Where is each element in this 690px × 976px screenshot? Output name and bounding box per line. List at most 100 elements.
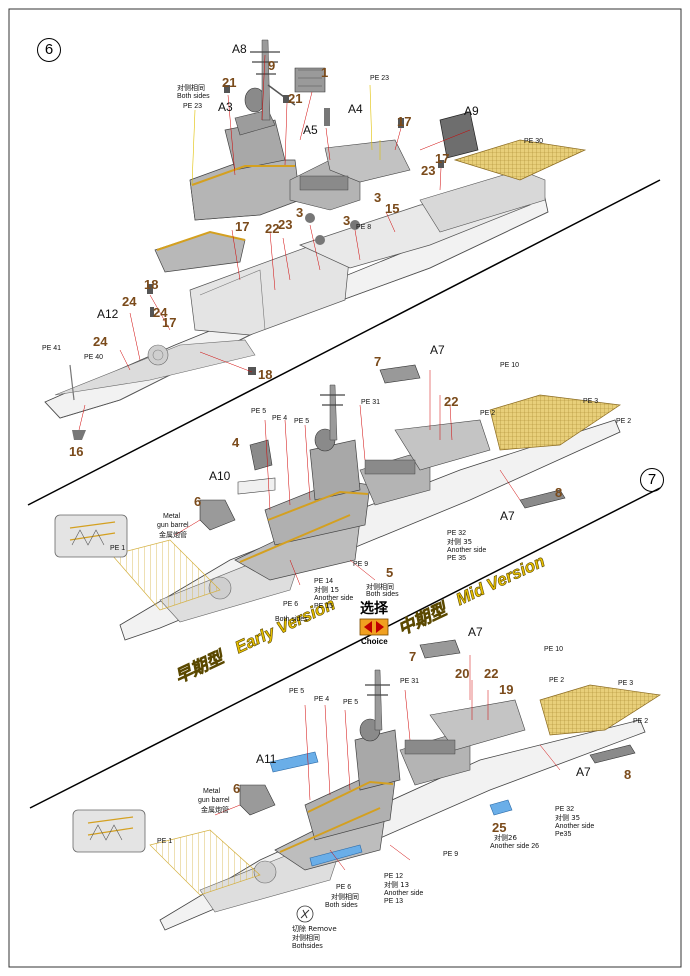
step6-hangar-block [289,139,411,211]
step6-forward-block [154,231,246,273]
mid-label-part-19: 19 [499,682,514,697]
early-note-pe32-en: Another side [447,547,487,554]
early-note-barrel-en2: gun barrel [157,522,189,529]
a9-hangar-door [439,111,479,159]
mid-note-pe32-en: Another side [555,823,595,830]
mid-note-pe12-en: Another side [384,890,424,897]
step6-leader-lines [78,54,471,431]
mid-note-p25-zh: 对侧26 [494,834,517,842]
early-label-part-5: 5 [386,565,394,580]
early-note-p5-en: Both sides [366,591,399,598]
early-note-pe32-zh: 对侧 35 [447,538,473,546]
choice-arrow-icon [359,618,389,636]
early-inset-box [54,514,128,558]
mid-part7 [419,639,461,659]
mid-label-a7-bottom: A7 [576,765,591,779]
early-note-barrel-zh: 金属炮管 [159,531,187,539]
mid-note-remove: 切除 Remove [292,925,337,933]
label-part-3b: 3 [343,213,351,228]
early-note-pe14: PE 14 [314,578,334,585]
mid-note-pe6-en: Both sides [325,902,358,909]
label-part-3a: 3 [296,205,304,220]
label-pe23-left: PE 23 [183,103,203,110]
early-label-a7-bottom: A7 [500,509,515,523]
mid-label-part-6: 6 [233,781,241,796]
label-part-21b: 21 [288,91,303,106]
early-pe10-deck-net [489,394,621,451]
label-part-21a: 21 [222,75,237,90]
early-part6-turret [199,499,236,531]
mid-label-a7-top: A7 [468,625,483,639]
mid-inset-box [72,809,146,853]
early-part4 [249,439,273,471]
label-part-24a: 24 [122,294,137,309]
label-part-1: 1 [321,65,329,80]
mid-note-pe13: PE 13 [384,898,404,905]
mid-note-barrel-en1: Metal [203,788,221,795]
mid-label-a11: A11 [256,752,277,766]
a11-panel [269,751,319,773]
mid-leader-lines [214,655,561,871]
early-leader-lines [174,370,521,586]
mid-part8 [589,744,636,764]
remove-icon [296,905,314,923]
mid-label-part-22: 22 [484,666,499,681]
mid-label-pe1: PE 1 [157,838,173,845]
label-part-23b: 23 [278,217,293,232]
label-part-9: 9 [268,58,276,73]
early-note-pe14-en: Another side [314,595,354,602]
label-part-17b: 17 [435,151,450,166]
label-pe23-top: PE 23 [370,75,390,82]
early-note-pe15: PE 15 [314,603,334,610]
early-label-pe4: PE 4 [272,415,288,422]
early-label-pe2a: PE 2 [480,410,496,417]
early-label-part-6: 6 [194,494,202,509]
mid-note-barrel-en2: gun barrel [198,797,230,804]
early-label-pe9: PE 9 [353,561,369,568]
choice-label-en: Choice [361,637,388,646]
mid-note-remove-en: Bothsides [292,943,323,950]
mid-note-pe6: PE 6 [336,884,352,891]
mid-note-pe32-zh: 对侧 35 [555,814,581,822]
label-part-15: 15 [385,201,400,216]
page-border [8,8,682,968]
early-ship-hull [119,384,621,641]
label-part-18b: 18 [258,367,273,382]
mid-note-pe6-zh: 对侧相同 [331,893,359,901]
early-note-pe35: PE 35 [447,555,467,562]
early-label-a7-top: A7 [430,343,445,357]
mid-note-pe12-zh: 对侧 13 [384,881,410,889]
mid-label-pe9: PE 9 [443,851,459,858]
label-a9: A9 [464,104,479,118]
early-label-part-7: 7 [374,354,382,369]
mid-label-part-8: 8 [624,767,632,782]
mid-pe10-deck-net [539,684,661,736]
mid-label-pe5b: PE 5 [343,699,359,706]
note-both-sides-zh: 对侧相同 [177,84,205,92]
label-pe8: PE 8 [356,224,372,231]
mid-label-part-7: 7 [409,649,417,664]
step6-small-parts [69,67,444,440]
label-part-22: 22 [265,221,280,236]
mid-part6-turret [239,784,276,816]
label-a3: A3 [218,100,233,114]
label-part-17a: 17 [397,114,412,129]
early-label-part-4: 4 [232,435,240,450]
early-note-pe6: PE 6 [283,601,299,608]
mid-note-pe35: Pe35 [555,831,572,838]
label-part-17d: 17 [162,315,177,330]
mid-note-barrel-zh: 金属炮管 [201,806,229,814]
early-note-pe14-zh: 对侧 15 [314,586,340,594]
a10-panel [237,477,276,495]
early-label-pe5b: PE 5 [294,418,310,425]
early-pe1-railing [111,539,221,611]
mid-label-pe5a: PE 5 [289,688,305,695]
step6-ship-hull [44,189,549,419]
early-part7 [379,364,421,384]
mid-part25 [489,799,513,816]
early-label-pe2b: PE 2 [616,418,632,425]
label-a5: A5 [303,123,318,137]
mid-label-pe10: PE 10 [544,646,564,653]
mid-note-remove-zh: 对侧相同 [292,934,320,942]
